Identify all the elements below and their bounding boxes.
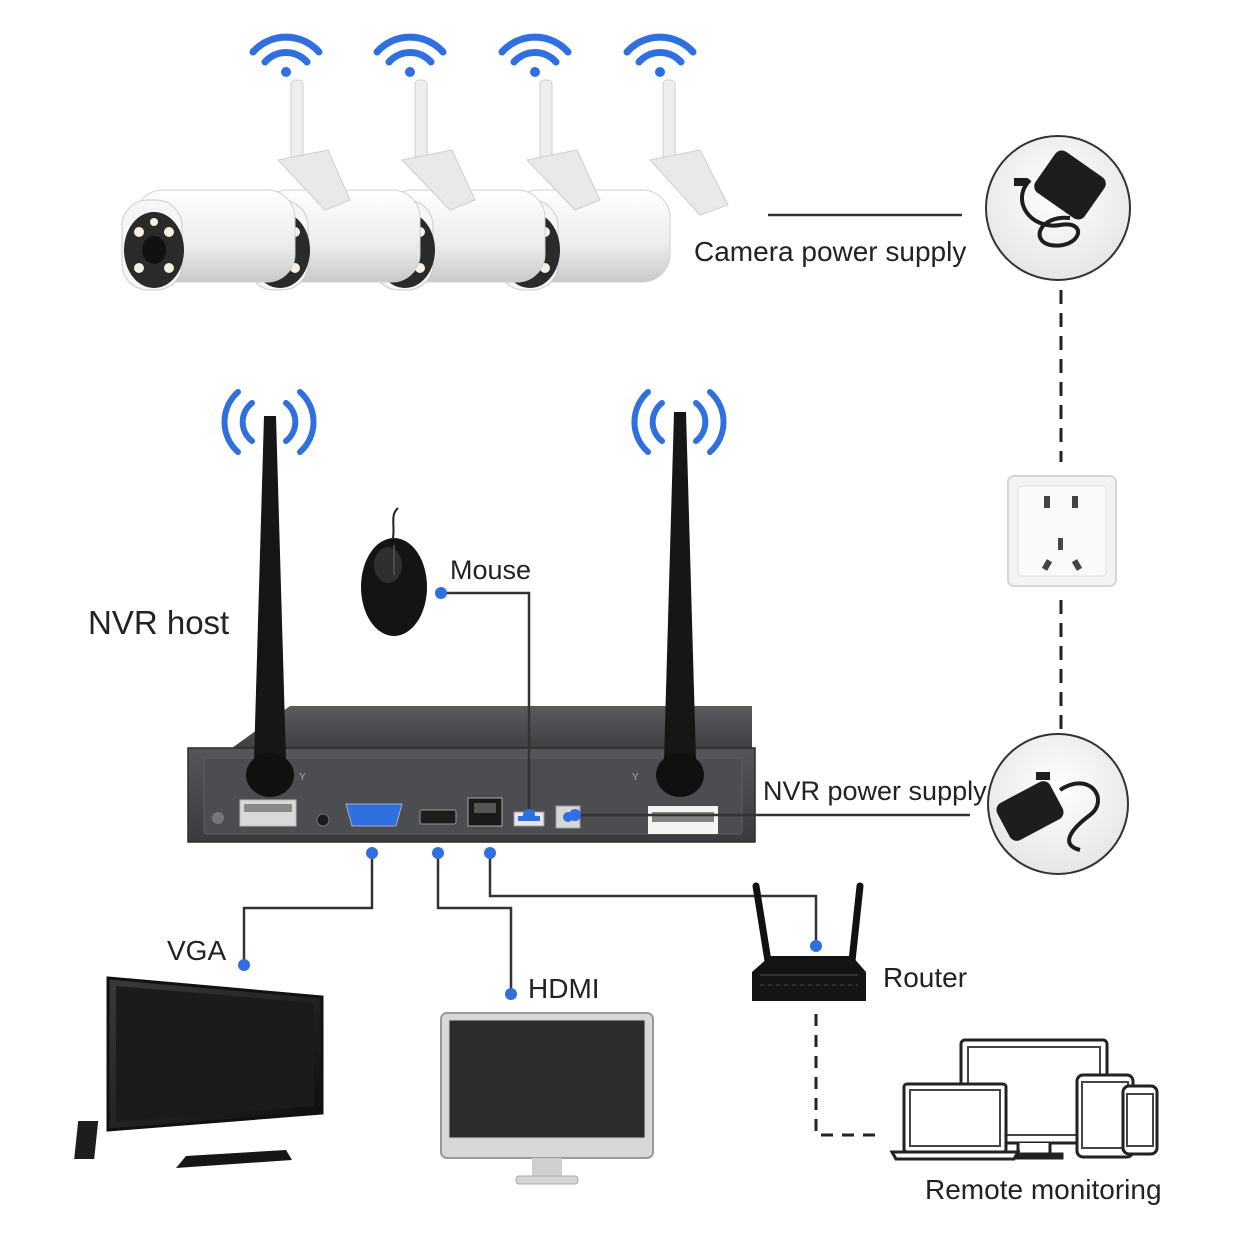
wifi-bullet-camera-icon: [121, 79, 729, 291]
connector-dots: [238, 587, 822, 1000]
wifi-signal-icon: [498, 33, 572, 77]
camera-power-adapter-icon: [985, 135, 1131, 281]
nvr-power-supply-label: NVR power supply: [763, 776, 987, 806]
radio-wave-left-icon: [221, 389, 317, 455]
nvr-antenna-left: [246, 416, 294, 797]
radio-wave-right-icon: [631, 389, 727, 455]
wifi-signal-icon: [623, 33, 697, 77]
mouse-label: Mouse: [450, 555, 532, 585]
camera-wifi-signals: [249, 33, 697, 77]
vga-monitor-icon: [74, 976, 324, 1168]
hdmi-connector-line: [436, 853, 513, 994]
hdmi-label: HDMI: [528, 973, 600, 1004]
camera-power-supply-label: Camera power supply: [694, 236, 967, 267]
router-label: Router: [883, 962, 968, 993]
vga-label: VGA: [167, 935, 227, 966]
mouse-connector-line: [441, 591, 531, 815]
lan-connector-line: [488, 853, 818, 946]
remote-devices-icon: [889, 1038, 1159, 1161]
nvr-host-label: NVR host: [88, 604, 230, 641]
vga-connector-line: [242, 853, 374, 965]
wifi-signal-icon: [373, 33, 447, 77]
nvr-antenna-signals: [221, 389, 727, 455]
wall-socket-icon: [1007, 475, 1117, 587]
nvr-antenna-right: [656, 412, 704, 797]
router-icon: [752, 882, 866, 1001]
mouse-icon: [361, 507, 427, 636]
svg-text:Y: Y: [632, 772, 639, 783]
remote-monitoring-label: Remote monitoring: [925, 1174, 1162, 1205]
nvr-power-adapter-icon: [987, 733, 1129, 875]
wifi-signal-icon: [249, 33, 323, 77]
svg-text:Y: Y: [299, 772, 306, 783]
hdmi-monitor-icon: [440, 1012, 654, 1185]
remote-dashed-line: [814, 1014, 880, 1137]
